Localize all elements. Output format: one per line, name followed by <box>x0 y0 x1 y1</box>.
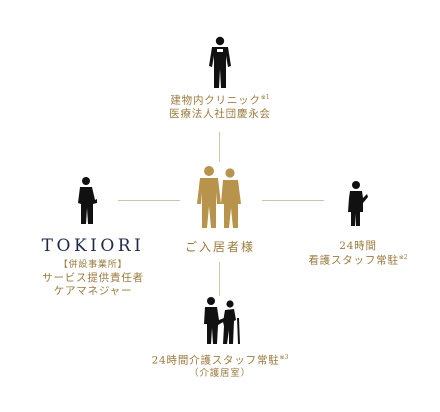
caregiver-with-elder-icon <box>202 296 242 346</box>
connector-left <box>118 200 180 201</box>
center-label: ご入居者様 <box>184 240 255 254</box>
care-manager-figure-icon <box>76 176 98 226</box>
clinic-label: 建物内クリニック※1 医療法人社団慶永会 <box>120 94 320 122</box>
left-line1: 【併設事業所】 <box>58 260 128 270</box>
left-line2: サービス提供責任者 <box>42 271 144 284</box>
connector-right <box>262 200 324 201</box>
right-note: ※2 <box>398 253 408 261</box>
clinic-line1: 建物内クリニック <box>170 94 261 107</box>
clinic-note: ※1 <box>260 94 270 101</box>
bottom-note: ※3 <box>279 354 289 361</box>
left-line3: ケアマネジャー <box>53 285 133 298</box>
nurse-label: 24時間 看護スタッフ常駐※2 <box>288 240 428 268</box>
residents-couple-icon <box>194 164 246 230</box>
right-line2: 看護スタッフ常駐 <box>308 254 399 267</box>
clinic-line2: 医療法人社団慶永会 <box>169 108 271 121</box>
caregiver-label: 24時間介護スタッフ常駐※3 （介護居室） <box>110 354 330 380</box>
care-manager-label: 【併設事業所】 サービス提供責任者 ケアマネジャー <box>18 260 168 299</box>
nurse-figure-icon <box>344 180 368 228</box>
doctor-figure-icon <box>207 36 233 90</box>
right-line1: 24時間 <box>339 240 377 252</box>
connector-bottom <box>219 262 220 296</box>
connector-top <box>219 132 220 162</box>
bottom-line1: 24時間介護スタッフ常駐 <box>151 354 280 367</box>
bottom-line2: （介護居室） <box>189 368 251 380</box>
tokiori-logo: TOKIORI <box>41 236 145 256</box>
